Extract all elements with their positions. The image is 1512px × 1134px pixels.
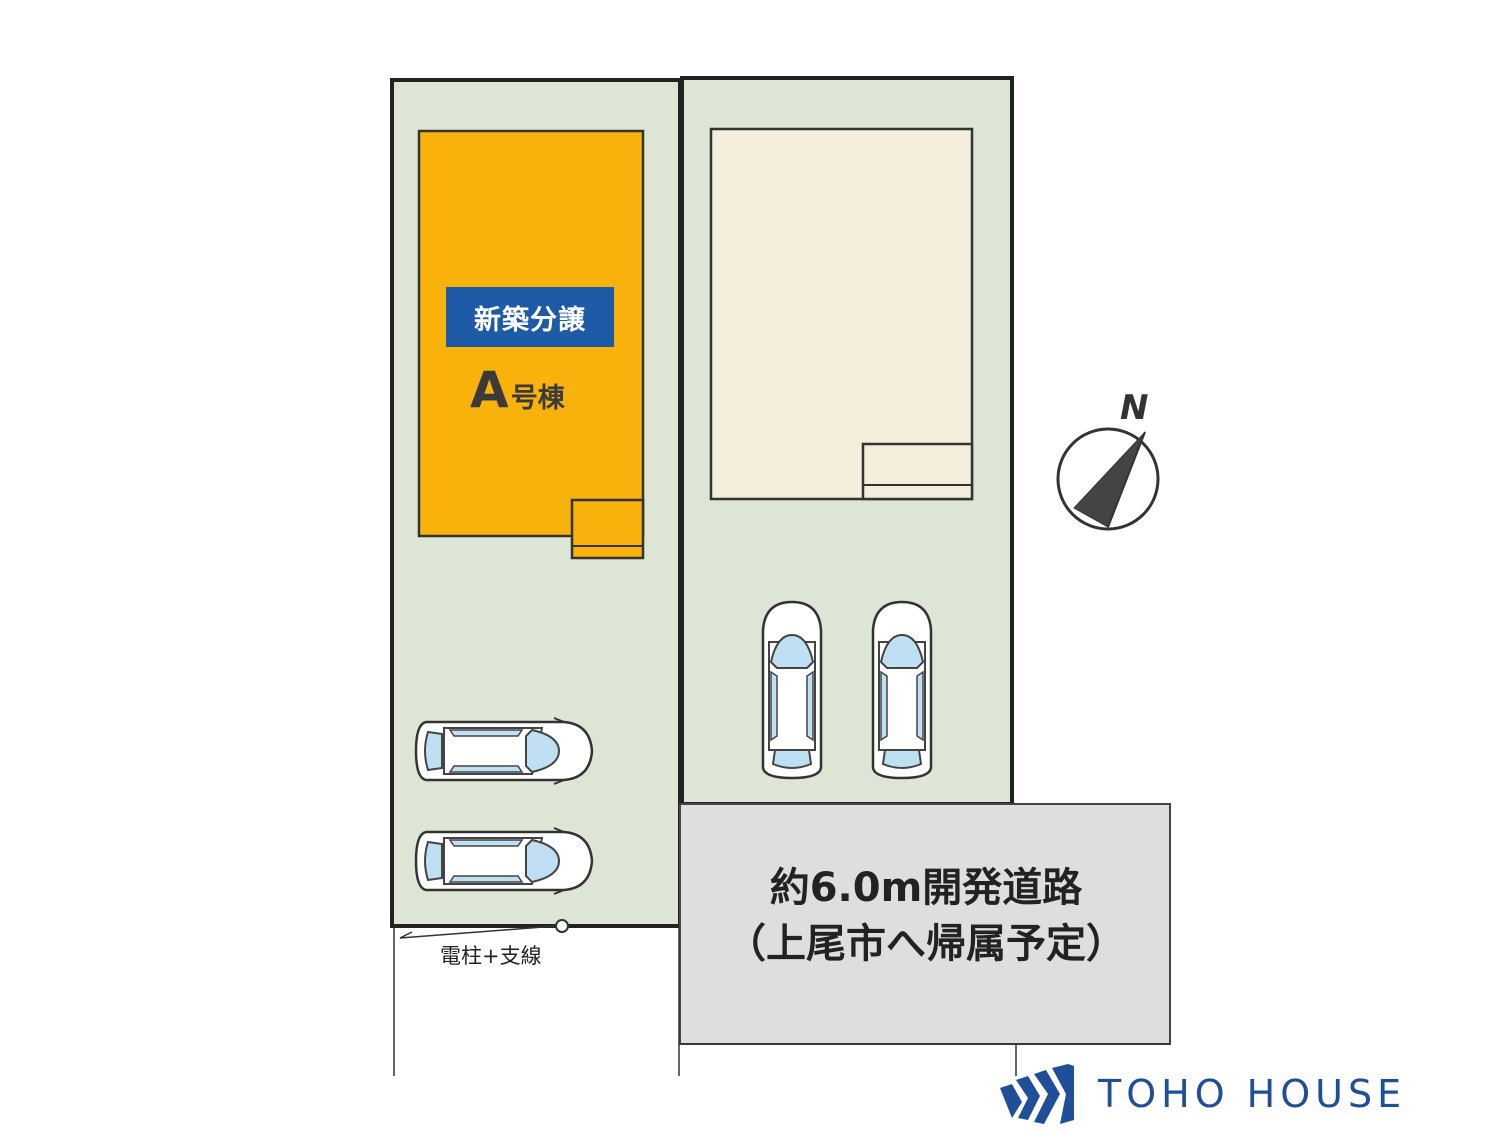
- building-neighbor: [709, 127, 974, 501]
- road-label: 約6.0m開発道路 （上尾市へ帰属予定）: [682, 860, 1170, 972]
- car-icon: [761, 600, 823, 780]
- car-icon: [414, 826, 594, 896]
- guy-wire-line: [399, 925, 557, 939]
- unit-suffix: 号棟: [510, 383, 565, 414]
- new-construction-badge: 新築分譲: [446, 287, 614, 347]
- north-label: N: [1120, 388, 1149, 428]
- building-a-porch: [570, 498, 645, 560]
- compass-icon: [1056, 427, 1160, 531]
- brand-logo-space: [998, 1062, 1078, 1126]
- road-label-line1: 約6.0m開発道路: [769, 865, 1083, 911]
- car-icon: [871, 600, 933, 780]
- brand-name: TOHO HOUSE: [1098, 1072, 1407, 1116]
- car-icon: [414, 716, 594, 786]
- utility-pole-label: 電柱+支線: [440, 944, 542, 968]
- unit-label: A 号棟: [470, 365, 600, 425]
- road: [679, 803, 1171, 1045]
- toho-house-logo-icon: [1000, 1064, 1074, 1124]
- brand: TOHO HOUSE: [998, 1062, 1406, 1126]
- unit-letter: A: [470, 361, 509, 419]
- road-label-line2: （上尾市へ帰属予定）: [726, 921, 1126, 967]
- utility-pole-icon: [555, 919, 569, 933]
- building-neighbor-porch: [861, 442, 974, 501]
